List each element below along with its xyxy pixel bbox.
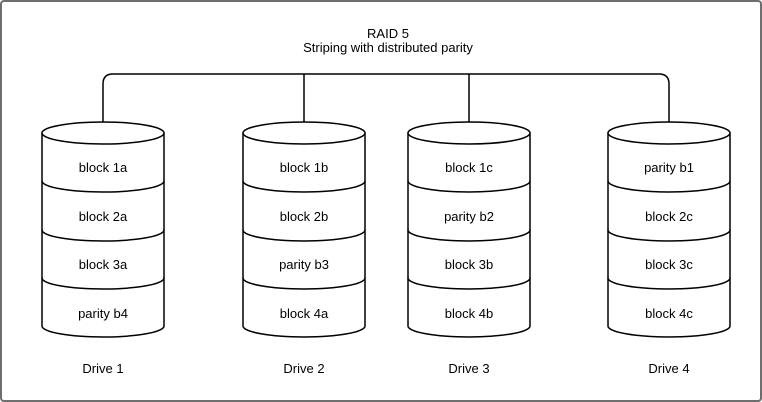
- cylinder-top-ellipse: [41, 121, 165, 145]
- drive-label: Drive 2: [283, 361, 324, 376]
- cylinder-divider: [607, 277, 731, 290]
- block-label: parity b3: [279, 257, 329, 272]
- block-label: parity b2: [444, 209, 494, 224]
- block-label: block 2a: [79, 209, 128, 224]
- block-label: block 2c: [645, 209, 693, 224]
- block-label: block 4c: [645, 306, 693, 321]
- cylinder-body: [607, 132, 731, 338]
- cylinder-divider: [607, 180, 731, 193]
- cylinder-divider: [607, 229, 731, 242]
- cylinder-divider: [41, 180, 165, 193]
- block-label: block 3c: [645, 257, 693, 272]
- cylinder-divider: [41, 277, 165, 290]
- cylinder-body: [407, 132, 531, 338]
- block-label: block 3a: [79, 257, 128, 272]
- cylinder-top-ellipse: [607, 121, 731, 145]
- cylinder-body: [41, 132, 165, 338]
- cylinder-divider: [41, 229, 165, 242]
- bus-connector-line: [102, 73, 670, 123]
- cylinder-divider: [407, 180, 531, 193]
- block-label: block 3b: [445, 257, 493, 272]
- block-label: block 1a: [79, 160, 128, 175]
- cylinder-divider: [242, 180, 366, 193]
- cylinder-top-ellipse: [242, 121, 366, 145]
- block-label: block 1c: [445, 160, 493, 175]
- block-label: block 4a: [280, 306, 329, 321]
- cylinder-body: [242, 132, 366, 338]
- diagram-title: RAID 5: [367, 26, 409, 41]
- diagram-shapes: [41, 73, 731, 338]
- drive-label: Drive 1: [82, 361, 123, 376]
- block-label: block 4b: [445, 306, 493, 321]
- drive-label: Drive 3: [448, 361, 489, 376]
- drive-1-labels: block 1a block 2a block 3a parity b4 Dri…: [78, 160, 128, 376]
- block-label: block 2b: [280, 209, 328, 224]
- cylinder-divider: [407, 277, 531, 290]
- block-label: parity b1: [644, 160, 694, 175]
- cylinder-top-ellipse: [407, 121, 531, 145]
- cylinder-divider: [242, 229, 366, 242]
- drive-3-cylinder: [407, 121, 531, 338]
- drive-label: Drive 4: [648, 361, 689, 376]
- drive-4-labels: parity b1 block 2c block 3c block 4c Dri…: [644, 160, 694, 376]
- cylinder-divider: [242, 277, 366, 290]
- drive-1-cylinder: [41, 121, 165, 338]
- block-label: block 1b: [280, 160, 328, 175]
- diagram-subtitle: Striping with distributed parity: [303, 40, 473, 55]
- drive-2-labels: block 1b block 2b parity b3 block 4a Dri…: [279, 160, 329, 376]
- block-label: parity b4: [78, 306, 128, 321]
- drive-4-cylinder: [607, 121, 731, 338]
- drive-3-labels: block 1c parity b2 block 3b block 4b Dri…: [444, 160, 494, 376]
- drive-2-cylinder: [242, 121, 366, 338]
- cylinder-divider: [407, 229, 531, 242]
